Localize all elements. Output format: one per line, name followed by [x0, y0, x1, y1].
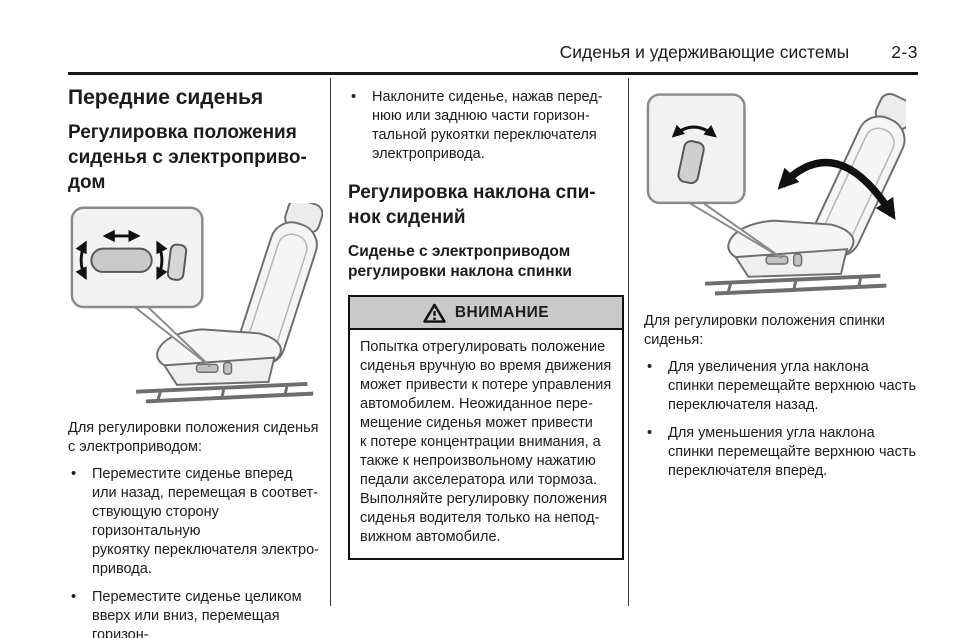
seat-position-illustration — [68, 203, 323, 411]
section-heading-recline: Регулировка наклона спи- нок сидений — [348, 181, 596, 229]
tilt-arrow-right-icon — [156, 240, 168, 281]
bullet-icon: • — [351, 89, 357, 105]
content-columns: Передние сиденья Регулировка положения с… — [68, 78, 918, 638]
horizontal-pad-control — [90, 247, 153, 274]
subsection-heading-power-recline: Сиденье с электроприводом регулировки на… — [348, 243, 572, 281]
lever-tilt-arrow-icon — [671, 124, 717, 138]
recline-control-callout — [646, 93, 746, 205]
seat-recline-illustration — [644, 90, 918, 304]
recline-lever-small — [166, 243, 188, 282]
warning-header: ВНИМАНИЕ — [350, 297, 622, 331]
list-item: • Переместите сиденье целиком вверх или … — [68, 588, 320, 638]
warning-text: Попытка отрегулировать положение сиденья… — [360, 339, 612, 546]
recline-bullets: • Для увеличения угла наклона спинки пер… — [644, 358, 918, 481]
page-header: Сиденья и удерживающие системы 2-3 — [68, 42, 918, 75]
tilt-arrow-left-icon — [75, 240, 87, 281]
page-number: 2-3 — [891, 42, 918, 62]
column-left: Передние сиденья Регулировка положения с… — [68, 78, 330, 638]
bullet-icon: • — [647, 424, 653, 441]
seat-position-control-callout — [70, 206, 204, 309]
column-right: Для регулировки положения спинки сиденья… — [628, 78, 918, 606]
seatback-recline-figure — [646, 93, 906, 296]
column-middle: • Наклоните сиденье, нажав перед- нюю ил… — [330, 78, 628, 606]
list-item: • Переместите сиденье вперед или назад, … — [68, 465, 320, 579]
section-title: Сиденья и удерживающие системы — [559, 42, 850, 62]
section-heading-seat-position: Регулировка положения сиденья с электроп… — [68, 122, 307, 194]
recline-lever — [677, 140, 705, 185]
warning-box: ВНИМАНИЕ Попытка отрегулировать положени… — [348, 295, 624, 561]
list-item: • Для увеличения угла наклона спинки пер… — [644, 358, 918, 415]
chapter-title: Передние сиденья — [68, 86, 264, 109]
seat-position-bullets: • Переместите сиденье вперед или назад, … — [68, 465, 320, 638]
warning-triangle-icon — [423, 304, 446, 324]
warning-title: ВНИМАНИЕ — [454, 304, 550, 322]
seat-position-intro: Для регулировки положения сиденья с элек… — [68, 420, 319, 456]
list-item: • Для уменьшения угла наклона спинки пер… — [644, 424, 918, 481]
bullet-icon: • — [647, 358, 653, 375]
bullet-icon: • — [71, 466, 77, 483]
power-seat-figure — [70, 203, 323, 404]
bullet-icon: • — [71, 589, 77, 606]
seat-tilt-bullets: • Наклоните сиденье, нажав перед- нюю ил… — [348, 88, 628, 164]
list-item: • Наклоните сиденье, нажав перед- нюю ил… — [348, 88, 628, 164]
recline-motion-arrow-icon — [777, 158, 896, 220]
recline-intro: Для регулировки положения спинки сиденья… — [644, 313, 885, 348]
seat-side-view — [136, 203, 323, 404]
